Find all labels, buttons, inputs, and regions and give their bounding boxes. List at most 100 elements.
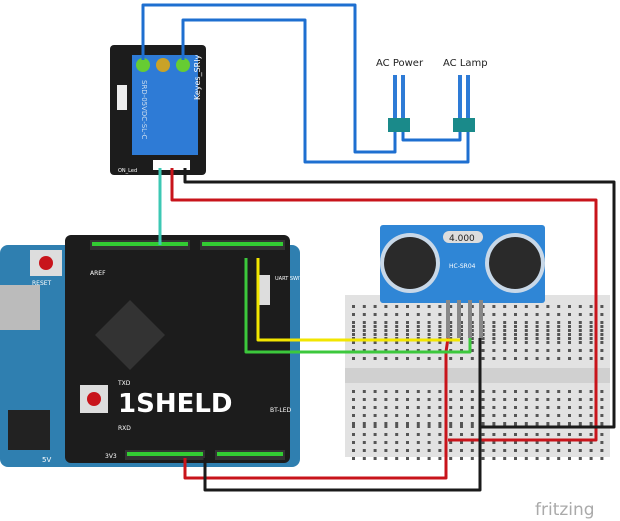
breadboard-hole bbox=[524, 433, 528, 436]
breadboard-hole bbox=[557, 449, 561, 452]
breadboard-hole bbox=[600, 406, 604, 409]
breadboard-hole bbox=[416, 390, 420, 393]
breadboard-hole bbox=[449, 341, 453, 344]
breadboard-hole bbox=[352, 305, 355, 308]
breadboard-hole bbox=[449, 357, 453, 360]
breadboard-hole bbox=[589, 321, 593, 324]
breadboard-hole bbox=[460, 441, 463, 444]
breadboard-hole bbox=[589, 325, 593, 328]
breadboard-hole bbox=[535, 422, 539, 425]
breadboard-hole bbox=[438, 406, 442, 409]
breadboard-hole bbox=[578, 398, 582, 401]
breadboard-hole bbox=[600, 333, 604, 336]
breadboard-hole bbox=[492, 357, 496, 360]
breadboard-hole bbox=[535, 333, 539, 336]
breadboard-hole bbox=[514, 422, 517, 425]
breadboard-hole bbox=[438, 425, 442, 428]
breadboard-hole bbox=[524, 357, 528, 360]
breadboard-hole bbox=[352, 422, 355, 425]
ac-power-plug: AC Power bbox=[376, 58, 424, 132]
breadboard-hole bbox=[524, 341, 528, 344]
breadboard-hole bbox=[406, 357, 409, 360]
breadboard-hole bbox=[524, 457, 528, 460]
breadboard-hole bbox=[568, 305, 571, 308]
breadboard-hole bbox=[503, 305, 507, 308]
breadboard-hole bbox=[578, 329, 582, 332]
breadboard-hole bbox=[535, 457, 539, 460]
breadboard-hole bbox=[589, 329, 593, 332]
chip bbox=[95, 300, 165, 370]
breadboard-hole bbox=[535, 406, 539, 409]
breadboard-hole bbox=[384, 333, 388, 336]
breadboard-hole bbox=[481, 457, 485, 460]
breadboard-hole bbox=[557, 357, 561, 360]
breadboard-hole bbox=[535, 329, 539, 332]
breadboard-hole bbox=[373, 398, 377, 401]
breadboard-hole bbox=[449, 433, 453, 436]
breadboard-hole bbox=[492, 406, 496, 409]
breadboard-hole bbox=[578, 349, 582, 352]
breadboard-hole bbox=[600, 357, 604, 360]
breadboard-hole bbox=[384, 449, 388, 452]
shield-reset-button[interactable] bbox=[87, 392, 101, 406]
breadboard-hole bbox=[470, 425, 474, 428]
breadboard-hole bbox=[557, 390, 561, 393]
breadboard-hole bbox=[395, 398, 399, 401]
breadboard-hole bbox=[589, 333, 593, 336]
relay-model-label: SRD-05VDC-SL-C bbox=[140, 80, 148, 139]
breadboard-hole bbox=[460, 341, 463, 344]
breadboard-hole bbox=[470, 329, 474, 332]
breadboard-hole bbox=[373, 449, 377, 452]
breadboard-hole bbox=[600, 325, 604, 328]
breadboard-hole bbox=[427, 457, 431, 460]
bt-led-label: BT-LED bbox=[270, 407, 292, 414]
breadboard-hole bbox=[362, 321, 366, 324]
breadboard-hole bbox=[373, 341, 377, 344]
ac-lamp-plug: AC Lamp bbox=[443, 58, 488, 132]
uart-switch[interactable] bbox=[258, 275, 270, 305]
breadboard-hole bbox=[384, 390, 388, 393]
breadboard-hole bbox=[470, 333, 474, 336]
breadboard-hole bbox=[460, 457, 463, 460]
breadboard-hole bbox=[384, 321, 388, 324]
breadboard-hole bbox=[352, 441, 355, 444]
breadboard-hole bbox=[373, 333, 377, 336]
breadboard-hole bbox=[438, 433, 442, 436]
breadboard-hole bbox=[406, 457, 409, 460]
breadboard-hole bbox=[352, 329, 355, 332]
breadboard-hole bbox=[362, 457, 366, 460]
breadboard-hole bbox=[362, 313, 366, 316]
breadboard-hole bbox=[568, 406, 571, 409]
breadboard-hole bbox=[362, 341, 366, 344]
breadboard-hole bbox=[416, 357, 420, 360]
breadboard-hole bbox=[395, 390, 399, 393]
breadboard-hole bbox=[524, 406, 528, 409]
breadboard-hole bbox=[503, 321, 507, 324]
breadboard-hole bbox=[373, 441, 377, 444]
usb-port bbox=[0, 285, 40, 330]
breadboard-hole bbox=[481, 398, 485, 401]
breadboard-hole bbox=[470, 321, 474, 324]
breadboard-hole bbox=[546, 321, 550, 324]
breadboard-hole bbox=[384, 329, 388, 332]
breadboard-hole bbox=[449, 325, 453, 328]
breadboard-hole bbox=[373, 457, 377, 460]
breadboard-hole bbox=[362, 357, 366, 360]
breadboard-hole bbox=[470, 422, 474, 425]
breadboard-hole bbox=[546, 341, 550, 344]
breadboard-hole bbox=[384, 305, 388, 308]
breadboard-hole bbox=[373, 313, 377, 316]
breadboard-hole bbox=[438, 329, 442, 332]
breadboard-hole bbox=[524, 441, 528, 444]
breadboard-hole bbox=[568, 357, 571, 360]
breadboard-hole bbox=[492, 337, 496, 340]
breadboard-hole bbox=[438, 414, 442, 417]
breadboard-hole bbox=[481, 441, 485, 444]
breadboard-hole bbox=[514, 325, 517, 328]
breadboard-hole bbox=[589, 349, 593, 352]
breadboard-hole bbox=[557, 313, 561, 316]
breadboard-hole bbox=[600, 321, 604, 324]
breadboard-hole bbox=[557, 321, 561, 324]
breadboard-hole bbox=[589, 406, 593, 409]
breadboard-hole bbox=[384, 325, 388, 328]
